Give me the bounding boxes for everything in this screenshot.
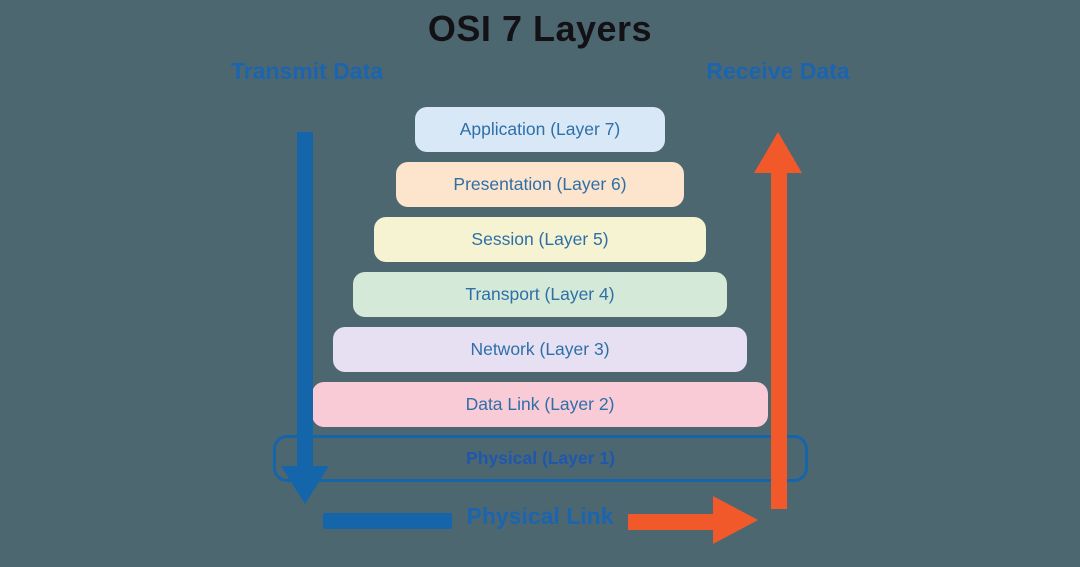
transmit-arrow-shaft — [297, 132, 313, 468]
layer-transport: Transport (Layer 4) — [353, 272, 727, 317]
transmit-data-label: Transmit Data — [230, 58, 384, 84]
physical-link-right-arrow-shaft — [628, 514, 714, 530]
layer-session: Session (Layer 5) — [374, 217, 706, 262]
diagram-title: OSI 7 Layers — [427, 8, 653, 49]
layer-network: Network (Layer 3) — [333, 327, 747, 372]
transmit-arrow-down-icon — [281, 466, 329, 504]
layer-application: Application (Layer 7) — [415, 107, 665, 152]
layer-data-link: Data Link (Layer 2) — [312, 382, 768, 427]
layer-presentation: Presentation (Layer 6) — [396, 162, 684, 207]
receive-arrow-shaft — [771, 171, 787, 509]
physical-link-label: Physical Link — [466, 503, 614, 529]
physical-link-right-arrow-icon — [713, 496, 758, 544]
physical-link-left-bar — [323, 513, 452, 529]
layer-physical: Physical (Layer 1) — [273, 435, 808, 482]
receive-data-label: Receive Data — [706, 58, 850, 84]
receive-arrow-up-icon — [754, 132, 802, 173]
